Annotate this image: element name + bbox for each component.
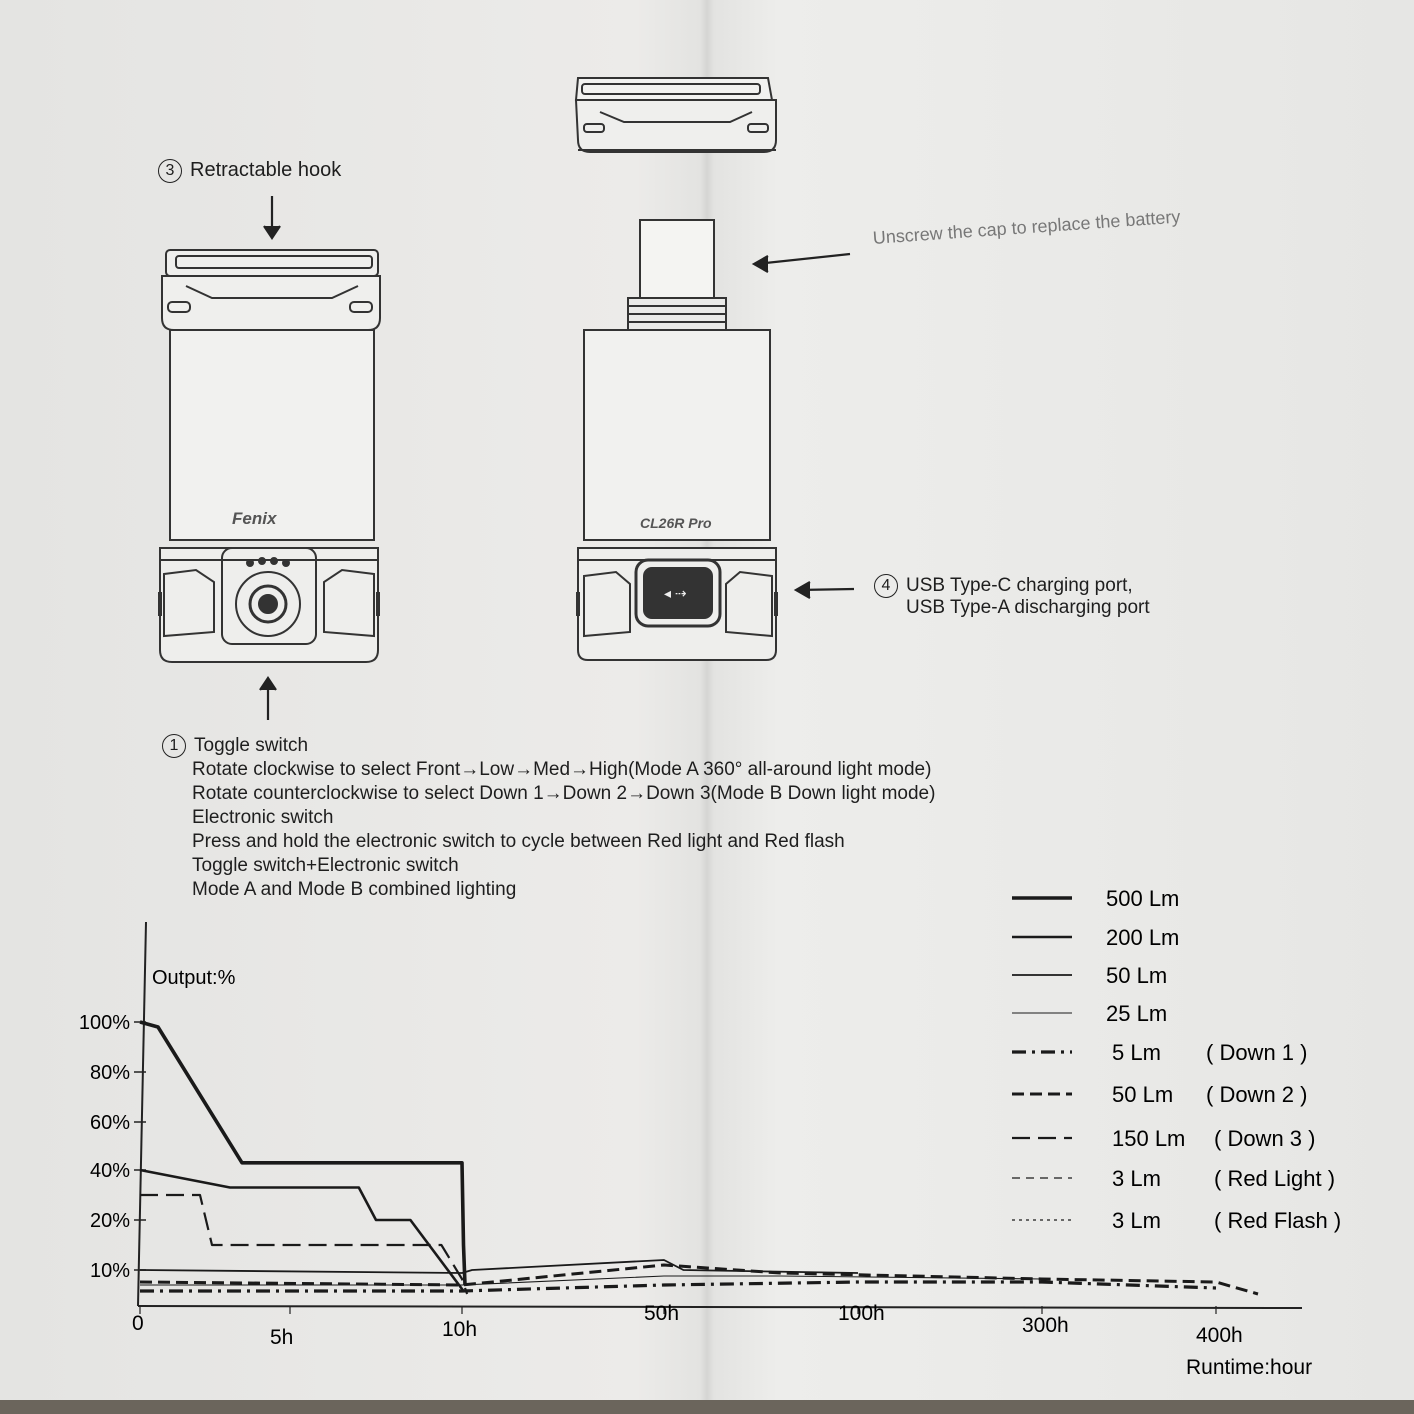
detached-cap — [574, 77, 777, 153]
usb-label-line2: USB Type-A discharging port — [906, 597, 1150, 618]
toggle-line: Toggle switch+Electronic switch — [192, 855, 459, 876]
toggle-title: Toggle switch — [194, 735, 309, 757]
hook-label: Retractable hook — [190, 159, 342, 181]
callout-number: 1 — [162, 734, 186, 758]
model-logo: CL26R Pro — [640, 515, 712, 531]
lantern-front-view — [158, 249, 381, 663]
hook-callout: 3 Retractable hook — [158, 158, 341, 183]
usb-icon: ◂ ⇢ — [664, 585, 687, 601]
toggle-line: Press and hold the electronic switch to … — [192, 831, 845, 852]
usb-callout: 4 USB Type-C charging port, — [874, 574, 1133, 598]
brand-logo: Fenix — [232, 509, 278, 528]
usb-label-line1: USB Type-C charging port, — [906, 575, 1133, 597]
lantern-illustrations: Fenix CL26R Pro ◂ ⇢ — [158, 77, 855, 720]
toggle-line: Rotate counterclockwise to select Down 1… — [192, 783, 936, 804]
toggle-line: Mode A and Mode B combined lighting — [192, 879, 517, 900]
toggle-line: Rotate clockwise to select Front→Low→Med… — [192, 759, 932, 780]
callout-number: 3 — [158, 158, 182, 183]
callout-number: 4 — [874, 574, 898, 598]
toggle-callout: 1 Toggle switch — [162, 734, 308, 758]
callout-arrows — [259, 196, 855, 720]
lantern-back-view — [576, 219, 778, 661]
toggle-line: Electronic switch — [192, 807, 334, 828]
